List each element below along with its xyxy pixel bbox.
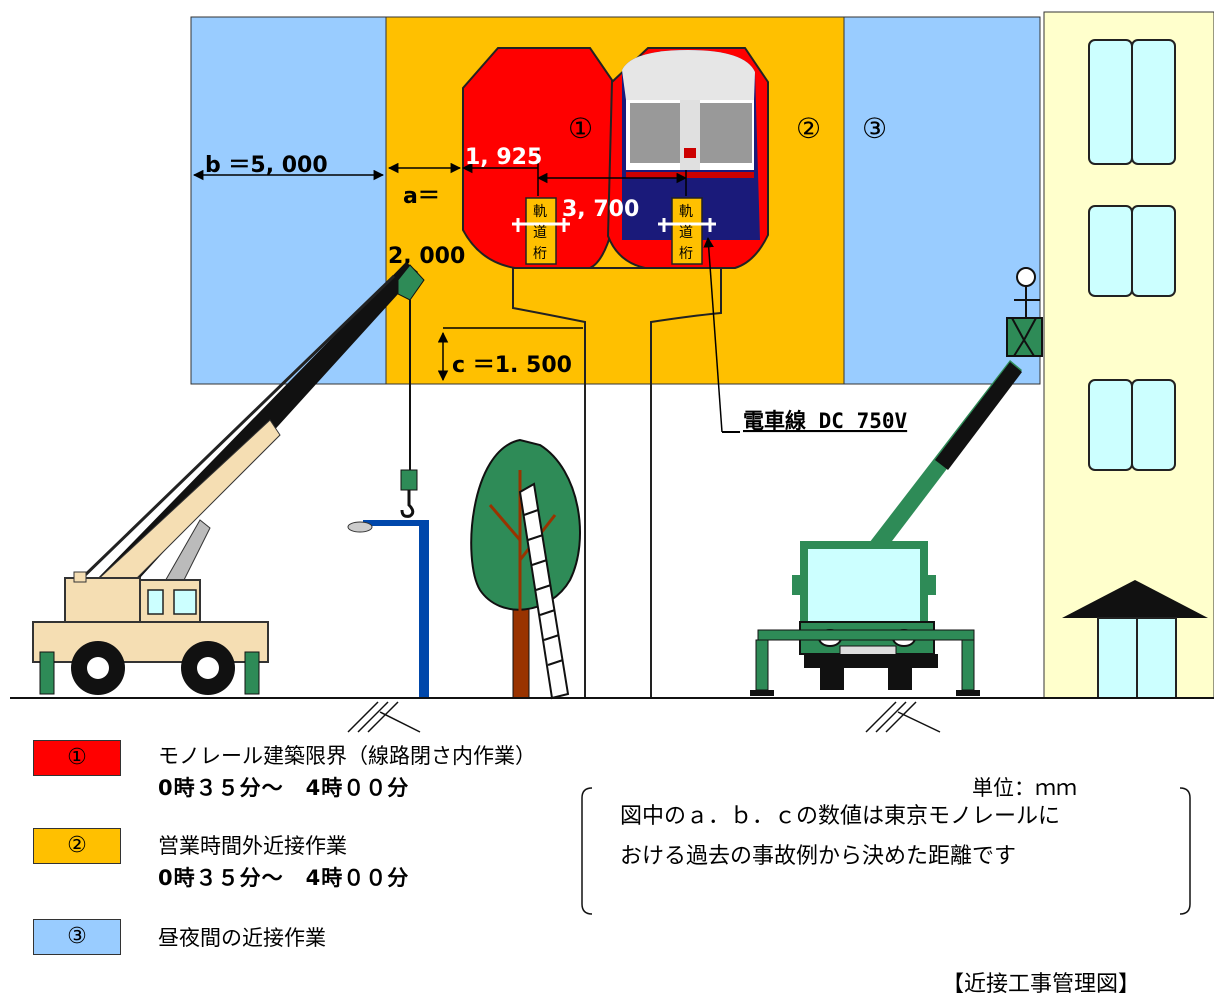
svg-text:軌 道 桁: 軌 道 桁 — [533, 204, 551, 262]
overhead-line-label: 電車線 DC 750V — [743, 409, 908, 433]
legend-time-2: 0時３５分～ 4時００分 — [158, 866, 410, 890]
monorail-train — [622, 50, 760, 240]
mobile-crane — [32, 262, 425, 695]
girder-label-l3: 桁 — [533, 246, 547, 262]
street-lamp — [347, 520, 429, 698]
dim-c: c ＝1. 500 — [452, 353, 572, 378]
track-girder-left — [512, 197, 570, 265]
girder-label-r1: 軌 — [679, 204, 693, 220]
girder-label-r3: 桁 — [679, 246, 693, 262]
dim-3700: 3, 700 — [562, 197, 639, 222]
note-bracket — [581, 787, 1191, 915]
tree — [470, 438, 581, 699]
legend-text-2: 営業時間外近接作業 — [158, 834, 347, 858]
note-line-2: おける過去の事故例から決めた距離です — [620, 844, 1017, 869]
ladder — [518, 482, 570, 700]
unit-label: 単位：ｍｍ — [972, 776, 1077, 800]
legend-swatch-2: ② — [33, 828, 121, 864]
legend-swatch-1: ① — [33, 740, 121, 776]
legend-text-1: モノレール建築限界（線路閉さ内作業） — [158, 744, 536, 768]
bucket-truck — [750, 267, 1043, 696]
dim-a-value: 2, 000 — [388, 244, 465, 269]
note-line-1: 図中のａ．ｂ．ｃの数値は東京モノレールに — [620, 804, 1061, 829]
dim-a: a＝ — [403, 184, 440, 209]
legend-time-1: 0時３５分～ 4時００分 — [158, 776, 410, 800]
girder-label-r2: 道 — [679, 225, 693, 241]
building — [1043, 11, 1214, 699]
dimension-lines — [192, 150, 740, 433]
girder-label-l2: 道 — [533, 225, 547, 241]
track-girder-right — [658, 197, 716, 265]
zone-marker-2: ② — [796, 112, 821, 145]
legend-text-3: 昼夜間の近接作業 — [158, 926, 326, 950]
zone-marker-1: ① — [568, 112, 593, 145]
ground-hatch — [347, 701, 941, 733]
dim-b: b ＝5, 000 — [205, 153, 328, 178]
legend-swatch-3: ③ — [33, 919, 121, 955]
svg-text:軌 道 桁: 軌 道 桁 — [679, 204, 697, 262]
dim-1925: 1, 925 — [465, 145, 542, 170]
zone-marker-3: ③ — [862, 112, 887, 145]
figure-caption: 【近接工事管理図】 — [942, 972, 1141, 997]
monorail-pier — [512, 267, 722, 698]
girder-label-l1: 軌 — [533, 204, 547, 220]
